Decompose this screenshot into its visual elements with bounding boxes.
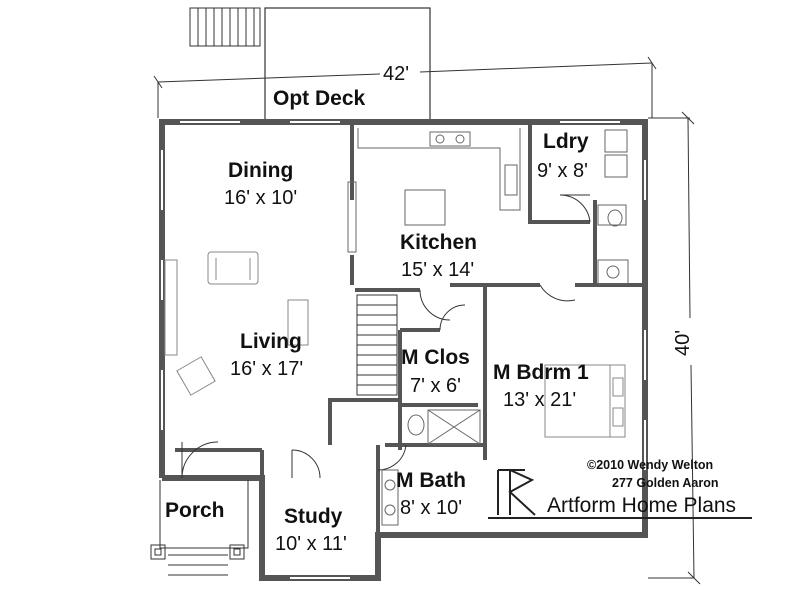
window-marks bbox=[161, 121, 646, 579]
study-dims: 10' x 11' bbox=[275, 533, 347, 555]
door-swings bbox=[181, 194, 591, 479]
living-label: Living bbox=[240, 330, 302, 353]
porch-outline bbox=[150, 480, 249, 576]
laundry-label: Ldry bbox=[543, 130, 589, 153]
living-dims: 16' x 17' bbox=[230, 358, 304, 380]
master-bath-label: M Bath bbox=[396, 469, 466, 492]
width-dimension-line bbox=[153, 56, 657, 118]
kitchen-dims: 15' x 14' bbox=[401, 259, 475, 281]
dining-label: Dining bbox=[228, 159, 294, 182]
half-bath-fixtures bbox=[597, 204, 629, 285]
living-furniture bbox=[164, 251, 309, 396]
laundry-dims: 9' x 8' bbox=[537, 160, 588, 182]
bed-outline bbox=[544, 364, 626, 438]
master-bath-fixtures bbox=[381, 409, 481, 526]
copyright-text: ©2010 Wendy Welton bbox=[587, 458, 714, 472]
dining-dims: 16' x 10' bbox=[224, 187, 298, 209]
master-bedroom-label: M Bdrm 1 bbox=[493, 361, 589, 384]
master-bath-dims: 8' x 10' bbox=[400, 497, 463, 519]
width-dimension-label: 42' bbox=[383, 63, 410, 85]
opt-deck-label: Opt Deck bbox=[273, 87, 366, 110]
kitchen-fixtures bbox=[347, 128, 521, 253]
deck-stairs bbox=[189, 7, 261, 47]
kitchen-label: Kitchen bbox=[400, 231, 478, 254]
study-label: Study bbox=[284, 505, 343, 528]
plan-name-text: 277 Golden Aaron bbox=[612, 476, 719, 490]
depth-dimension-line bbox=[648, 111, 701, 585]
laundry-fixtures bbox=[604, 129, 628, 178]
interior-walls bbox=[175, 125, 642, 535]
porch-label: Porch bbox=[165, 499, 225, 522]
interior-stairs bbox=[356, 294, 398, 396]
artform-logo-mark bbox=[488, 469, 752, 519]
master-closet-dims: 7' x 6' bbox=[410, 375, 461, 397]
master-bedroom-dims: 13' x 21' bbox=[503, 389, 577, 411]
depth-dimension-label: 40' bbox=[672, 329, 695, 357]
brand-name: Artform Home Plans bbox=[547, 494, 737, 517]
master-closet-label: M Clos bbox=[401, 346, 470, 369]
